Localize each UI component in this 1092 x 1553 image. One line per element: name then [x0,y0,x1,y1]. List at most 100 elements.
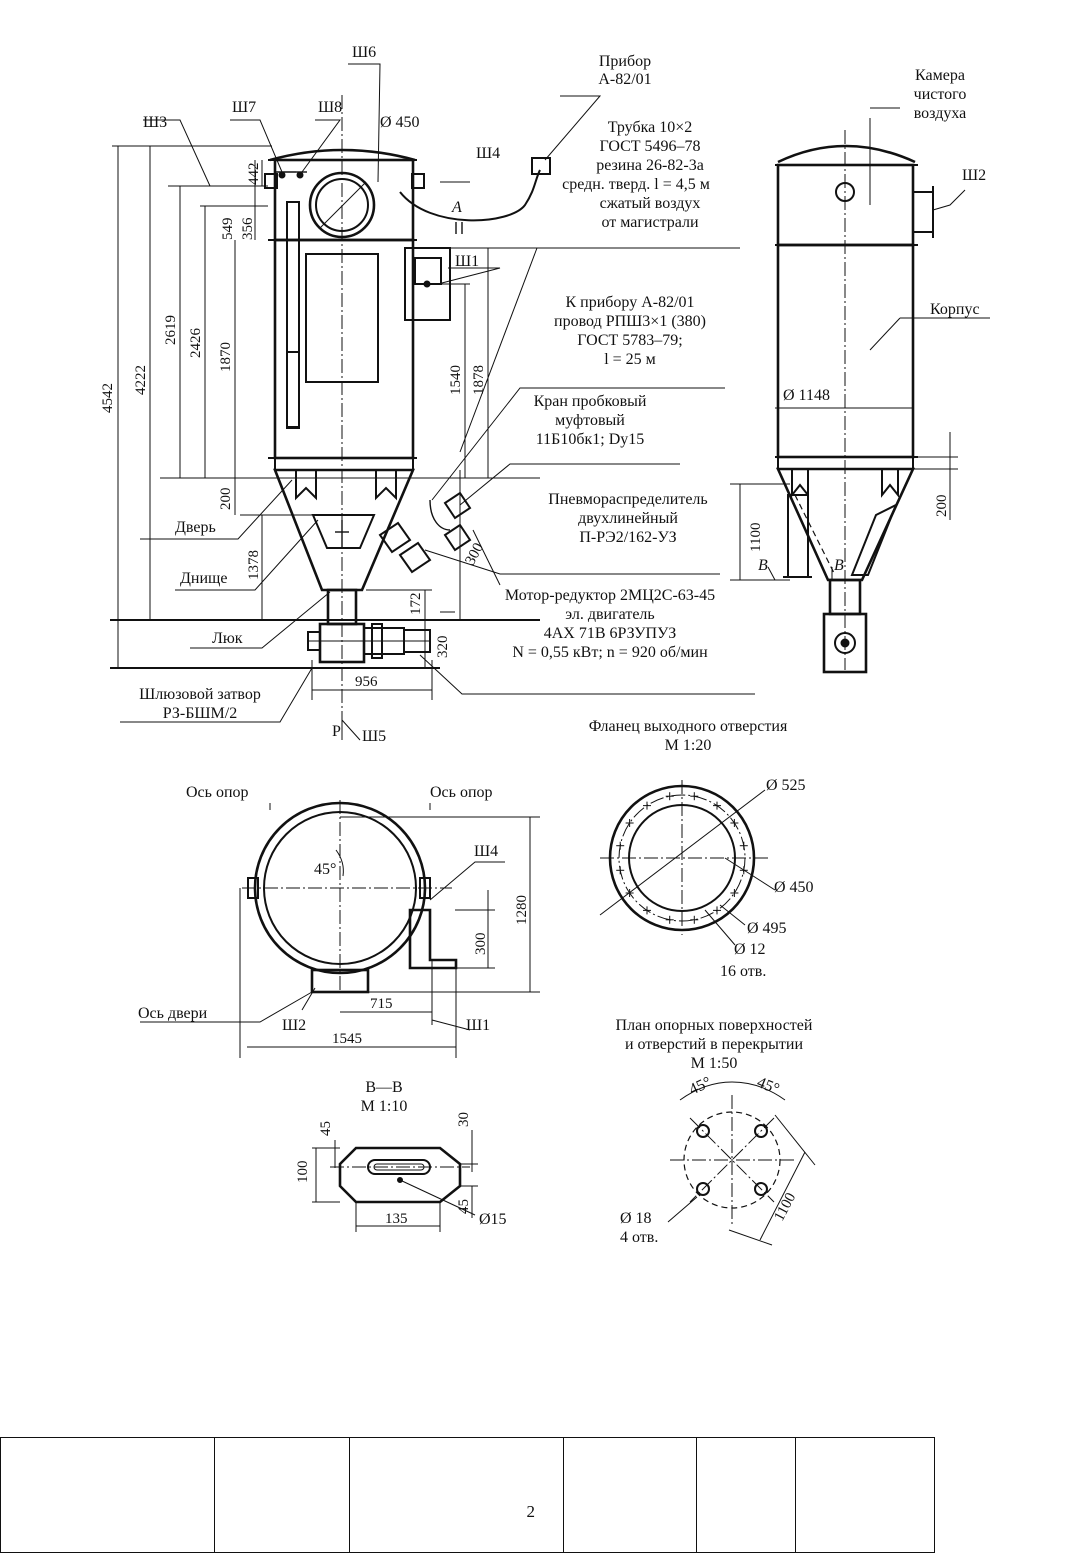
side-label-b-right: B [834,557,844,574]
dim-300: 300 [462,541,487,568]
dim-1870: 1870 [218,342,234,372]
dim-1540: 1540 [448,365,464,395]
side-label-b-left: B [758,557,768,574]
main-labels: Ш3 Ш7 Ш8 Ш6 Ø 450 Ш4 A Ш1 P Ш5 4542 4222… [100,44,715,745]
cock-valve [443,491,472,520]
dim-442: 442 [246,163,262,186]
label-sh4: Ш4 [476,145,500,162]
support-ext-1 [774,1114,816,1166]
pribor-line-1: Прибор [599,53,651,70]
section-d100: 100 [295,1161,311,1184]
support-d18: Ø 18 [620,1210,652,1227]
section-d15-leader [399,1179,476,1216]
trubka-line-2: ГОСТ 5496–78 [599,138,700,155]
dim-4222: 4222 [133,365,149,395]
kran-line-2: муфтовый [555,412,625,429]
motor-line-4: N = 0,55 кВт; n = 920 об/мин [512,644,708,661]
trubka-line-5: сжатый воздух [600,195,701,212]
plan-label-715: 715 [370,996,393,1012]
main-body [273,238,415,460]
title-block-cell-4 [563,1437,697,1553]
title-block-cell-2 [214,1437,350,1553]
title-block-cell-1 [0,1437,215,1553]
support-d1100: 1100 [771,1190,799,1224]
air-tube [399,169,541,222]
flange-title-1: Фланец выходного отверстия [589,718,788,735]
title-block-cell-5 [696,1437,796,1553]
plan-os-opor-left: Ось опор [186,784,249,801]
side-leg-left [791,469,809,498]
plan-sh2-leader [301,987,316,1011]
plan-label-sh4: Ш4 [474,843,498,860]
pnevmo-line-2: двухлинейный [578,510,678,527]
plan-sh1-leader [431,1019,471,1031]
support-holes [696,1124,768,1196]
side-label-d200: 200 [934,495,950,518]
flange-d525: Ø 525 [766,777,806,794]
provod-line-3: ГОСТ 5783–79; [577,332,683,349]
plan-label-1545: 1545 [332,1031,362,1047]
plan-labels: Ось опор Ось опор 45° Ш4 300 1280 Ось дв… [138,784,530,1047]
kran-line-1: Кран пробковый [534,393,647,410]
label-sh3: Ш3 [143,114,167,131]
section-d135: 135 [385,1211,408,1227]
support-holes-count: 4 отв. [620,1229,658,1246]
side-labels: Камера чистого воздуха Ш2 Корпус Ø 1148 … [748,67,986,574]
side-sluice-hub [840,638,850,648]
flange-labels: Фланец выходного отверстия М 1:20 Ø 525 … [589,718,814,980]
side-label-d1148: Ø 1148 [783,387,830,404]
dim-4542: 4542 [100,383,116,413]
plan-support-right [419,877,431,899]
kamera-line-3: воздуха [914,105,967,122]
plan-os-opor-right: Ось опор [430,784,493,801]
technical-drawing: Ш3 Ш7 Ш8 Ш6 Ø 450 Ш4 A Ш1 P Ш5 4542 4222… [100,44,990,1246]
section-title-2: М 1:10 [361,1098,408,1115]
plan-sh4-leader [429,861,505,901]
shlyuz-line-2: РЗ-БШМ/2 [163,705,237,722]
pribor-a82 [531,157,551,175]
flange-title-2: М 1:20 [665,737,712,754]
side-dome [777,144,916,164]
title-block-cell-3: 2 [349,1437,564,1553]
shlyuz-line-1: Шлюзовой затвор [139,686,261,703]
label-dver: Дверь [175,519,216,536]
side-pneumo [850,502,898,576]
section-d45b: 45 [456,1199,472,1214]
provod-line-2: провод РПШ3×1 (380) [554,313,706,330]
support-ext-2 [728,1229,773,1246]
support-hole [696,1124,710,1138]
label-sh1: Ш1 [455,253,479,270]
motor-line-2: эл. двигатель [565,606,654,623]
section-view [312,1130,478,1232]
pneumo-valve-2 [398,541,432,574]
pin-sh7 [278,171,286,179]
top-dome [269,148,416,162]
side-b-arrow-left [767,566,776,581]
motor-line-1: Мотор-редуктор 2МЦ2С-63-45 [505,587,715,604]
plan-pneumo-box [408,908,458,970]
flange-d495-leader [719,904,746,926]
plan-support-left [247,877,259,899]
plan-angle-arc [335,849,344,877]
door [305,253,379,383]
support-diag-1 [689,1117,775,1203]
hopper-cone [273,468,415,592]
support-angle-arc [679,1081,786,1101]
trubka-line-3: резина 26-82-3а [596,157,704,174]
side-outlet-sh2 [912,191,934,233]
provod-line-4: l = 25 м [604,351,656,368]
sh2-leader [932,189,966,211]
lug-right [411,173,425,189]
dim-956: 956 [355,674,378,690]
label-sh5: Ш5 [362,728,386,745]
plan-label-1280: 1280 [514,895,530,925]
hopper-leg-left [295,470,317,501]
section-d30: 30 [456,1112,472,1127]
support-angle-1: 45° [687,1074,714,1099]
kamera-line-1: Камера [915,67,965,84]
outlet-450-inner [315,178,369,232]
dim-2426: 2426 [188,328,204,359]
support-title-1: План опорных поверхностей [616,1017,813,1034]
pneumo-pipe [429,499,451,531]
support-d18-leader [667,1196,698,1223]
